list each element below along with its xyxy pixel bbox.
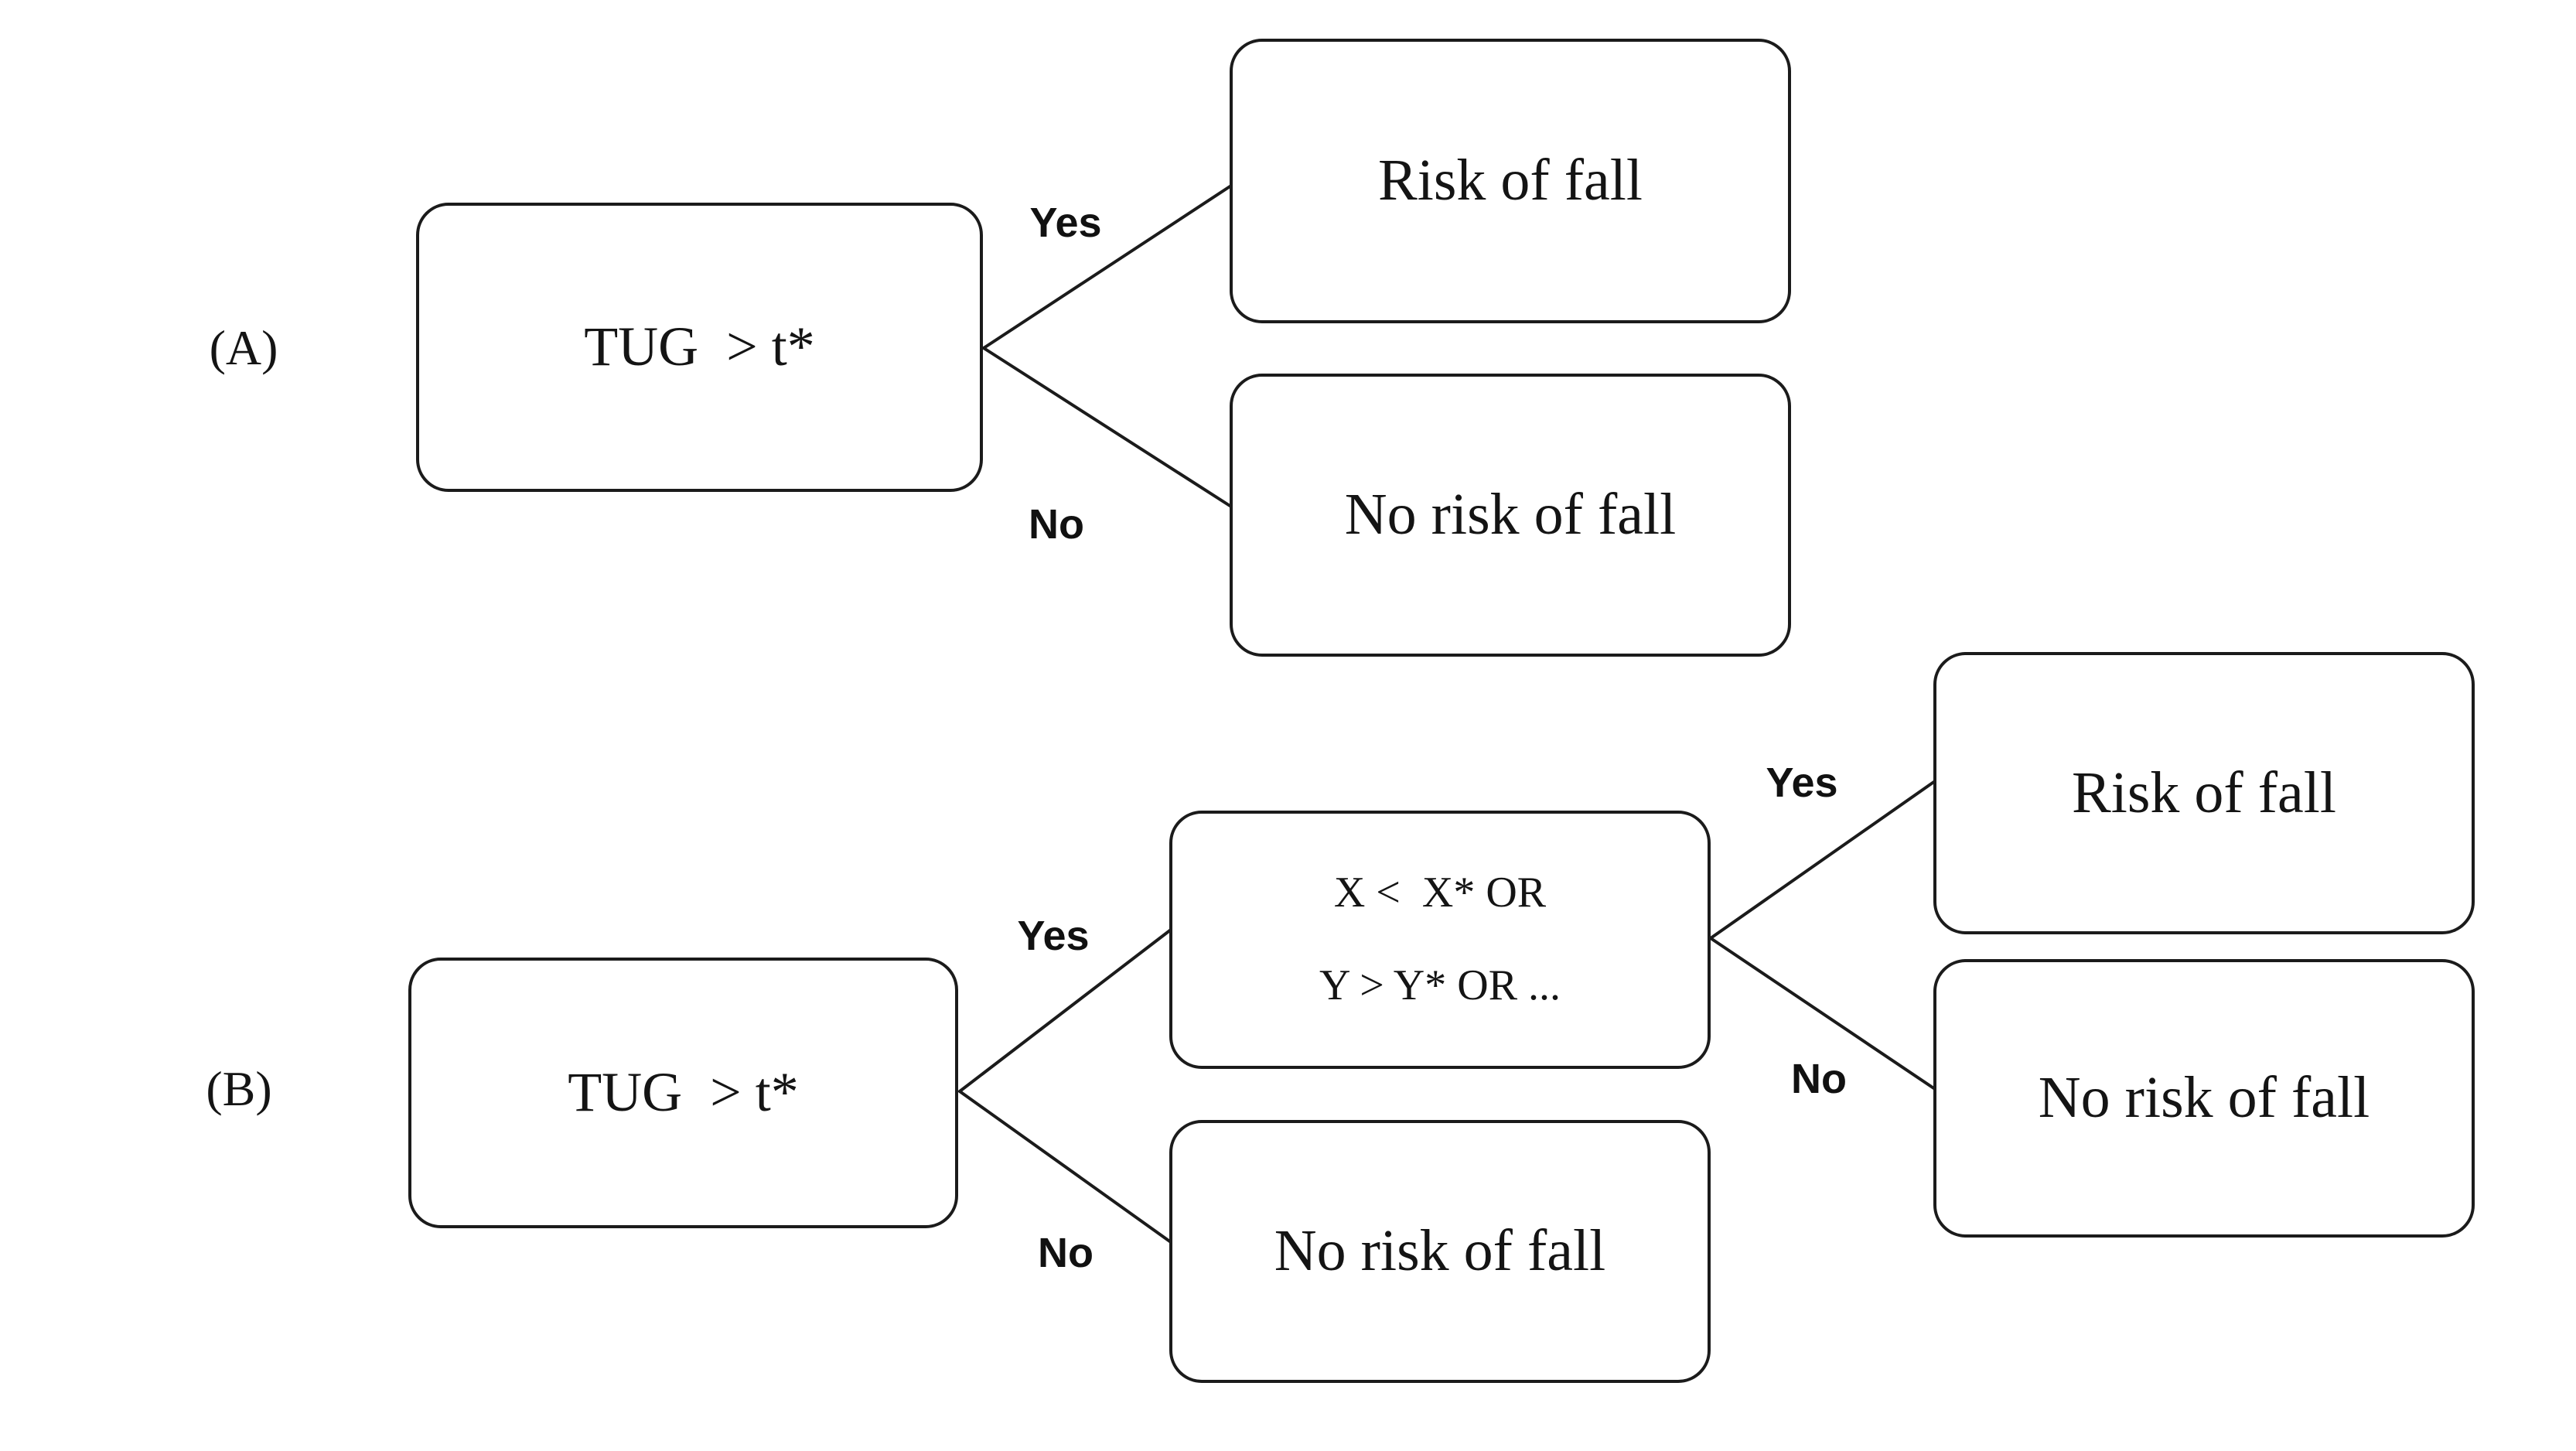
edge-b-yes2-line	[1709, 780, 1936, 940]
node-a-risk-label: Risk of fall	[1378, 148, 1643, 213]
edge-b-no2-line	[1709, 937, 1936, 1091]
node-b-no-risk-right: No risk of fall	[1933, 959, 2475, 1238]
node-b-no-risk-bottom-label: No risk of fall	[1274, 1218, 1606, 1284]
edge-a-yes-label: Yes	[1029, 200, 1102, 246]
panel-b-label: (B)	[206, 1061, 272, 1116]
node-b-decision: X < X* OR Y > Y* OR ...	[1169, 811, 1711, 1069]
edge-a-no-line	[982, 347, 1233, 508]
edge-b-no1-label: No	[1038, 1230, 1094, 1276]
edge-b-yes1-line	[958, 928, 1172, 1093]
node-b-decision-line1: X < X* OR	[1333, 869, 1547, 917]
node-b-decision-text: X < X* OR Y > Y* OR ...	[1319, 869, 1561, 1009]
node-a-risk: Risk of fall	[1230, 39, 1791, 323]
node-a-no-risk-label: No risk of fall	[1344, 482, 1677, 548]
edge-b-no2-label: No	[1791, 1056, 1847, 1102]
edge-b-no1-line	[958, 1090, 1172, 1244]
node-b-no-risk-right-label: No risk of fall	[2038, 1065, 2370, 1131]
node-b-decision-line2: Y > Y* OR ...	[1319, 961, 1561, 1009]
edge-b-yes2-label: Yes	[1766, 760, 1838, 806]
panel-a-label: (A)	[209, 320, 278, 375]
edge-a-yes-line	[982, 184, 1233, 350]
node-b-risk-label: Risk of fall	[2072, 760, 2336, 825]
edge-a-no-label: No	[1029, 501, 1084, 548]
edge-b-yes1-label: Yes	[1017, 913, 1090, 959]
node-b-root-label: TUG > t*	[568, 1061, 799, 1124]
node-a-no-risk: No risk of fall	[1230, 374, 1791, 657]
node-a-root: TUG > t*	[416, 203, 983, 492]
node-a-root-label: TUG > t*	[584, 316, 815, 378]
node-b-root: TUG > t*	[408, 958, 958, 1228]
node-b-no-risk-bottom: No risk of fall	[1169, 1120, 1711, 1383]
node-b-risk: Risk of fall	[1933, 652, 2475, 934]
